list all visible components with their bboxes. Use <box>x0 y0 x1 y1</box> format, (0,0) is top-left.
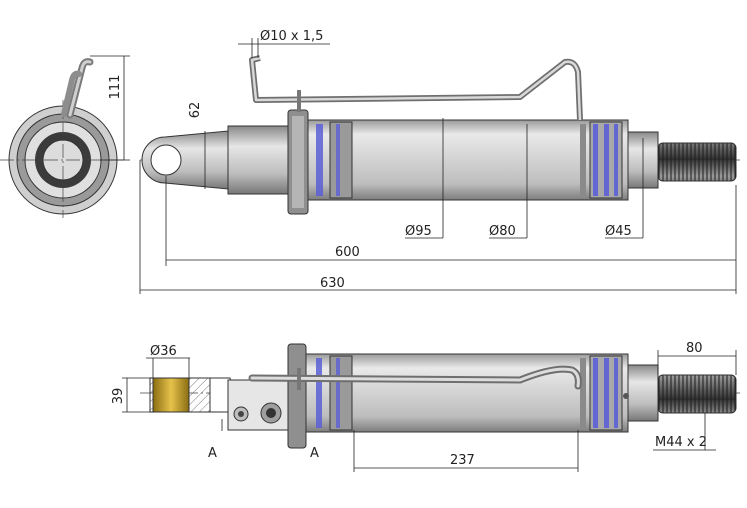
thread-spec-label: M44 x 2 <box>655 435 707 450</box>
seal-band-left-1 <box>316 124 323 196</box>
dim-pin-36: Ø36 <box>150 344 177 359</box>
bottom-front-flange <box>287 343 307 449</box>
dim-length-630: 630 <box>320 276 345 291</box>
bottom-barrel <box>305 353 629 433</box>
eye-bore <box>150 144 182 176</box>
section-label-left: A <box>208 446 217 461</box>
section-label-right: A <box>310 446 319 461</box>
eye-block <box>227 379 299 431</box>
dim-bore-95: Ø95 <box>405 224 432 239</box>
dim-hook-diameter: Ø10 x 1,5 <box>260 29 323 44</box>
piston-band-left <box>329 121 353 199</box>
dim-eye-height: 62 <box>188 102 203 119</box>
bottom-rod-thread <box>657 374 737 414</box>
eye-collar <box>227 125 289 195</box>
dim-length-600: 600 <box>335 245 360 260</box>
eye-bushing <box>152 377 190 413</box>
side-view-bottom: Ø36 39 80 237 M44 x 2 A A <box>111 341 740 472</box>
barrel <box>307 119 629 201</box>
end-view: 111 <box>0 55 130 218</box>
seal-band-right-2 <box>604 124 609 196</box>
dim-end-view-height: 111 <box>108 75 123 100</box>
dim-thread-length-80: 80 <box>686 341 703 356</box>
hook-clip <box>297 90 301 112</box>
rod-thread <box>657 142 737 182</box>
seal-band-right-1 <box>593 124 598 196</box>
bottom-gland-nose <box>627 364 659 422</box>
dim-eye-width-39: 39 <box>111 388 126 405</box>
side-view-top: Ø10 x 1,5 62 Ø95 Ø80 Ø45 600 630 <box>139 29 740 294</box>
dim-bore-80: Ø80 <box>489 224 516 239</box>
dim-stroke-237: 237 <box>450 453 475 468</box>
dim-rod-45: Ø45 <box>605 224 632 239</box>
